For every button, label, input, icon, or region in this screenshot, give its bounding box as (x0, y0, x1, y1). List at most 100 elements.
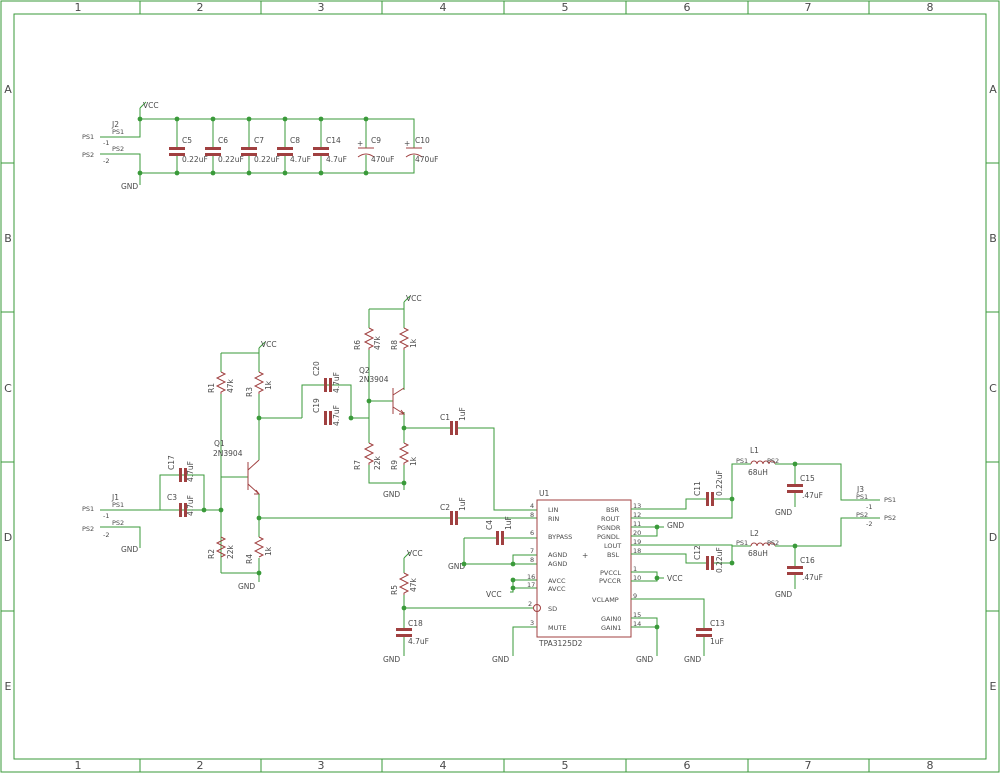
pin-label: PS1 (736, 457, 748, 465)
value-label: 470uF (371, 155, 394, 164)
pin-number: 15 (633, 611, 641, 619)
pin-number: 2 (528, 600, 532, 608)
vcc-label: VCC (406, 294, 422, 303)
ref-label: C20 (312, 361, 321, 376)
row-label: E (990, 680, 997, 693)
gnd-label: GND (121, 182, 138, 191)
pin-label: -1 (103, 139, 109, 147)
ref-label: C13 (710, 619, 725, 628)
row-label: A (4, 83, 12, 96)
pin-name: PVCCR (599, 577, 621, 585)
ref-label: Q2 (359, 366, 370, 375)
pin-number: 18 (633, 547, 641, 555)
pin-name: BSR (606, 506, 619, 514)
row-label: A (989, 83, 997, 96)
col-label: 4 (440, 1, 447, 14)
pin-label: PS2 (82, 525, 94, 533)
ref-label: C4 (485, 520, 494, 530)
value-label: 22k (226, 544, 235, 559)
col-label: 1 (75, 759, 82, 772)
pin-name: GAIN1 (601, 624, 621, 632)
col-label: 5 (562, 1, 569, 14)
pin-label: PS2 (767, 539, 779, 547)
value-label: 68uH (748, 468, 768, 477)
gnd-label: GND (238, 582, 255, 591)
value-label: 1uF (710, 637, 724, 646)
pin-number: 7 (530, 547, 534, 555)
col-label: 8 (927, 759, 934, 772)
capacitor-c5: C5 0.22uF (169, 119, 208, 173)
pin-name: LOUT (604, 542, 621, 550)
pin-label: PS2 (82, 151, 94, 159)
pin-name: LIN (548, 506, 559, 514)
ref-label: L1 (750, 446, 759, 455)
capacitor-c12: C12 0.22uF (693, 545, 724, 573)
resistor-r5: R5 47k (390, 558, 418, 628)
ref-label: J1 (111, 493, 119, 502)
pin-label: -1 (103, 512, 109, 520)
pin-name: PGNDR (597, 524, 621, 532)
ref-label: J2 (111, 120, 119, 129)
pin-number: 16 (527, 573, 535, 581)
inductor-l1: L1 68uH PS1 PS2 (736, 446, 855, 501)
value-label: 0.22uF (715, 470, 724, 496)
value-label: 1uF (458, 407, 467, 421)
resistor-r1: R1 47k (207, 353, 235, 573)
capacitor-c9: + C9 470uF (357, 119, 394, 173)
ref-label: L2 (750, 529, 759, 538)
ref-label: U1 (539, 489, 549, 498)
gnd-label: GND (684, 655, 701, 664)
value-label: 1k (409, 338, 418, 348)
connector-j2: J2 PS1 PS1 -1 PS2 PS2 -2 (82, 120, 124, 165)
col-label: 5 (562, 759, 569, 772)
pin-number: 10 (633, 574, 641, 582)
pin-name: BSL (607, 551, 619, 559)
col-label: 7 (805, 1, 812, 14)
vcc-label: VCC (407, 549, 423, 558)
row-label: D (989, 531, 997, 544)
pin-label: PS2 (112, 519, 124, 527)
ref-label: C2 (440, 503, 450, 512)
pin-label: -1 (866, 503, 872, 511)
pin-name: VCLAMP (592, 596, 619, 604)
value-label: 4.7uF (290, 155, 311, 164)
polarity-label: + (357, 139, 363, 148)
pin-number: 11 (633, 520, 641, 528)
resistor-r2: R2 22k (207, 536, 235, 559)
pin-name: ROUT (601, 515, 619, 523)
capacitor-c18: C18 4.7uF (396, 619, 429, 656)
ref-label: C17 (167, 455, 176, 470)
pin-name: BYPASS (548, 533, 572, 541)
ref-label: C9 (371, 136, 381, 145)
pin-name: PGNDL (597, 533, 620, 541)
resistor-r7: R7 22k (353, 442, 404, 484)
pin-number: 4 (530, 502, 534, 510)
pin-number: 3 (530, 619, 534, 627)
col-label: 2 (197, 759, 204, 772)
value-label: 0.22uF (218, 155, 244, 164)
capacitor-c10: + C10 470uF (404, 136, 438, 164)
ref-label: C7 (254, 136, 264, 145)
pin-label: PS2 (767, 457, 779, 465)
gnd-label: GND (121, 545, 138, 554)
amplifier-ic-u1: U1 TPA3125D2 + LIN RIN BYPASS AGND AGND … (527, 489, 641, 648)
part-label: TPA3125D2 (538, 639, 583, 648)
capacitor-c17: C17 4.7uF (167, 455, 195, 482)
row-label: C (989, 382, 997, 395)
row-label: C (4, 382, 12, 395)
col-label: 3 (318, 759, 325, 772)
pin-label: PS1 (736, 539, 748, 547)
value-label: 1k (264, 380, 273, 390)
transistor-q2: Q2 2N3904 (359, 366, 405, 415)
supply-decoupling-section: VCC GND J2 PS1 PS1 -1 PS2 PS2 -2 C5 0.22… (82, 101, 438, 191)
capacitor-c8: C8 4.7uF (277, 119, 311, 173)
pin-label: PS1 (82, 133, 94, 141)
resistor-r4: R4 1k (245, 494, 273, 573)
capacitor-c7: C7 0.22uF (241, 119, 280, 173)
pin-label: PS2 (856, 511, 868, 519)
capacitor-c15: C15 .47uF (787, 464, 823, 507)
capacitor-c1: C1 1uF (440, 407, 467, 435)
origin-mark: + (582, 551, 588, 560)
pin-label: PS1 (856, 493, 868, 501)
vcc-label: VCC (261, 340, 277, 349)
